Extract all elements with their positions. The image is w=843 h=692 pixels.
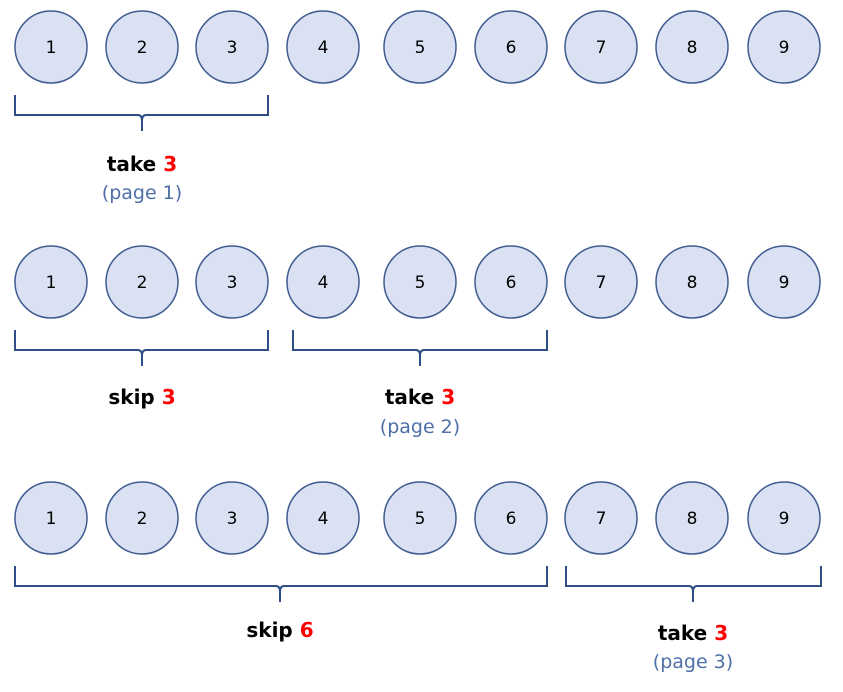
item-number: 5	[415, 509, 426, 529]
item-circle: 2	[105, 481, 179, 555]
row-2: 1 2 3 4 5 6 7 8 9 skip 3 take 3 (page 2)	[14, 245, 821, 438]
item-number: 1	[46, 509, 57, 529]
item-circle: 4	[286, 481, 360, 555]
take-count: 3	[714, 621, 728, 645]
take-label: take 3	[385, 385, 455, 409]
item-number: 8	[687, 273, 698, 293]
skip-word: skip	[108, 385, 154, 409]
item-circle: 1	[14, 245, 88, 319]
take-word: take	[658, 621, 707, 645]
item-number: 3	[227, 509, 238, 529]
item-number: 2	[137, 509, 148, 529]
item-number: 7	[596, 38, 607, 58]
item-circle: 5	[383, 245, 457, 319]
take-count: 3	[163, 152, 177, 176]
item-circle: 2	[105, 245, 179, 319]
item-circle: 8	[655, 481, 729, 555]
item-number: 7	[596, 273, 607, 293]
row-1: 1 2 3 4 5 6 7 8 9 take 3 (page 1)	[14, 10, 821, 204]
item-circle: 3	[195, 481, 269, 555]
item-circle: 7	[564, 481, 638, 555]
item-number: 6	[506, 509, 517, 529]
item-circle: 4	[286, 245, 360, 319]
item-circle: 6	[474, 10, 548, 84]
take-word: take	[107, 152, 156, 176]
item-circle: 8	[655, 245, 729, 319]
item-circle: 7	[564, 245, 638, 319]
item-number: 3	[227, 38, 238, 58]
item-circle: 4	[286, 10, 360, 84]
item-number: 6	[506, 273, 517, 293]
take-brace	[14, 95, 269, 131]
take-label: take 3	[107, 152, 177, 176]
take-count: 3	[441, 385, 455, 409]
item-number: 1	[46, 273, 57, 293]
item-circle: 3	[195, 245, 269, 319]
item-circle: 1	[14, 481, 88, 555]
item-number: 5	[415, 38, 426, 58]
skip-count: 3	[162, 385, 176, 409]
page-note: (page 2)	[380, 416, 460, 438]
take-word: take	[385, 385, 434, 409]
item-number: 5	[415, 273, 426, 293]
item-number: 8	[687, 509, 698, 529]
skip-label: skip 3	[108, 385, 175, 409]
skip-label: skip 6	[246, 618, 313, 642]
take-label: take 3	[658, 621, 728, 645]
item-number: 6	[506, 38, 517, 58]
item-circle: 9	[747, 481, 821, 555]
item-circle: 8	[655, 10, 729, 84]
item-number: 9	[779, 509, 790, 529]
take-brace	[292, 330, 548, 366]
item-number: 2	[137, 38, 148, 58]
skip-word: skip	[246, 618, 292, 642]
item-number: 3	[227, 273, 238, 293]
item-number: 4	[318, 273, 329, 293]
item-number: 9	[779, 38, 790, 58]
item-circle: 5	[383, 10, 457, 84]
item-number: 8	[687, 38, 698, 58]
item-circle: 2	[105, 10, 179, 84]
item-number: 4	[318, 509, 329, 529]
item-circle: 7	[564, 10, 638, 84]
item-circle: 9	[747, 10, 821, 84]
item-number: 4	[318, 38, 329, 58]
item-number: 1	[46, 38, 57, 58]
item-circle: 6	[474, 245, 548, 319]
item-number: 2	[137, 273, 148, 293]
skip-brace	[14, 330, 269, 366]
row-3: 1 2 3 4 5 6 7 8 9 skip 6 take 3 (page 3)	[14, 481, 822, 673]
skip-brace	[14, 566, 548, 602]
skip-count: 6	[300, 618, 314, 642]
item-circle: 6	[474, 481, 548, 555]
item-circle: 9	[747, 245, 821, 319]
item-circle: 3	[195, 10, 269, 84]
page-note: (page 1)	[102, 182, 182, 204]
item-number: 7	[596, 509, 607, 529]
item-circle: 5	[383, 481, 457, 555]
item-number: 9	[779, 273, 790, 293]
page-note: (page 3)	[653, 651, 733, 673]
take-brace	[565, 566, 822, 602]
item-circle: 1	[14, 10, 88, 84]
